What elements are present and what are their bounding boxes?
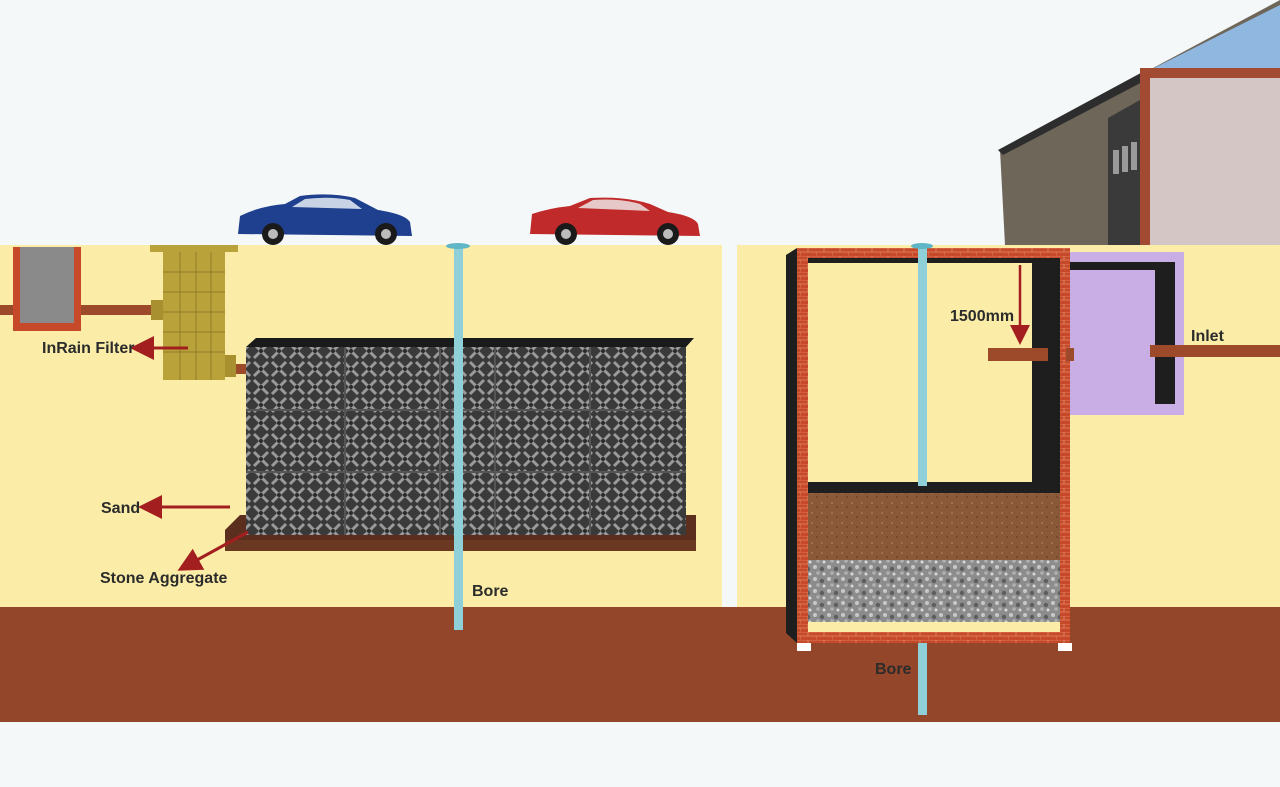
crate-module: [225, 338, 696, 551]
gravel-layer: [808, 560, 1060, 622]
outlet-pipe-filter: [235, 364, 249, 374]
recharge-pit: [786, 248, 1072, 651]
connecting-pipe: [81, 305, 151, 315]
blue-car: [238, 194, 412, 245]
inlet-pipe-outer: [1150, 345, 1280, 357]
label-inlet: Inlet: [1191, 328, 1225, 345]
inlet-pipe-inner: [988, 348, 1048, 361]
label-inrain-filter: InRain Filter: [42, 340, 134, 357]
label-bore-right: Bore: [875, 661, 912, 678]
bore-pipe-left: [446, 243, 470, 630]
label-bore-left: Bore: [472, 583, 509, 600]
deep-soil: [0, 607, 1280, 722]
inlet-chamber: [1070, 252, 1184, 415]
inlet-pipe-left: [0, 305, 13, 315]
sand-layer: [808, 493, 1060, 560]
label-stone-aggregate: Stone Aggregate: [100, 570, 228, 587]
red-car: [530, 197, 700, 245]
label-depth: 1500mm: [950, 308, 1014, 325]
house: [998, 0, 1280, 245]
inrain-filter: [150, 245, 238, 380]
label-sand: Sand: [101, 500, 140, 517]
arrow-stone-aggregate: [177, 530, 249, 571]
inspection-chamber: [13, 247, 81, 331]
inlet-pipe-wall: [1066, 348, 1074, 361]
bore-pipe-right: [911, 243, 933, 715]
